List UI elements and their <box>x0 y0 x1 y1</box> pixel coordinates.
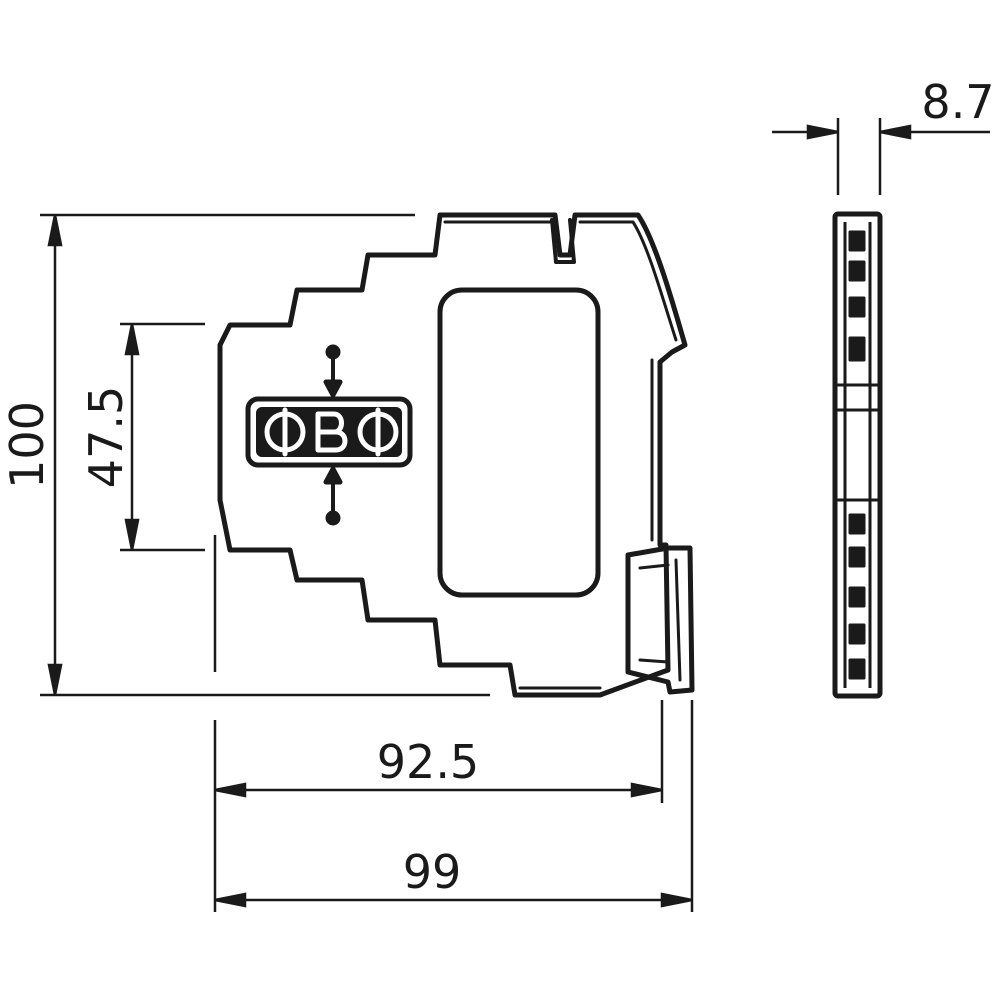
dim-height-total: 100 <box>0 401 54 489</box>
rail-clip-inner <box>638 558 682 682</box>
logo-mark <box>264 407 399 457</box>
rail-clip <box>625 545 695 695</box>
top-notch <box>550 218 576 264</box>
dimension-lines <box>40 118 990 912</box>
dim-width: 8.7 <box>921 75 994 129</box>
logo-plate <box>245 396 413 468</box>
front-body <box>832 211 883 699</box>
dim-depth-inner: 92.5 <box>377 735 479 789</box>
label-window <box>437 287 601 598</box>
adjust-arrows <box>323 344 343 526</box>
front-terminals-bottom <box>848 513 866 680</box>
front-terminals-top <box>848 230 866 362</box>
dim-depth-total: 99 <box>403 845 462 899</box>
side-view <box>217 212 695 698</box>
device-body-outline <box>217 212 688 698</box>
device-body-inner-line <box>443 220 678 690</box>
dim-height-inner: 47.5 <box>79 386 133 488</box>
front-view <box>832 211 883 699</box>
